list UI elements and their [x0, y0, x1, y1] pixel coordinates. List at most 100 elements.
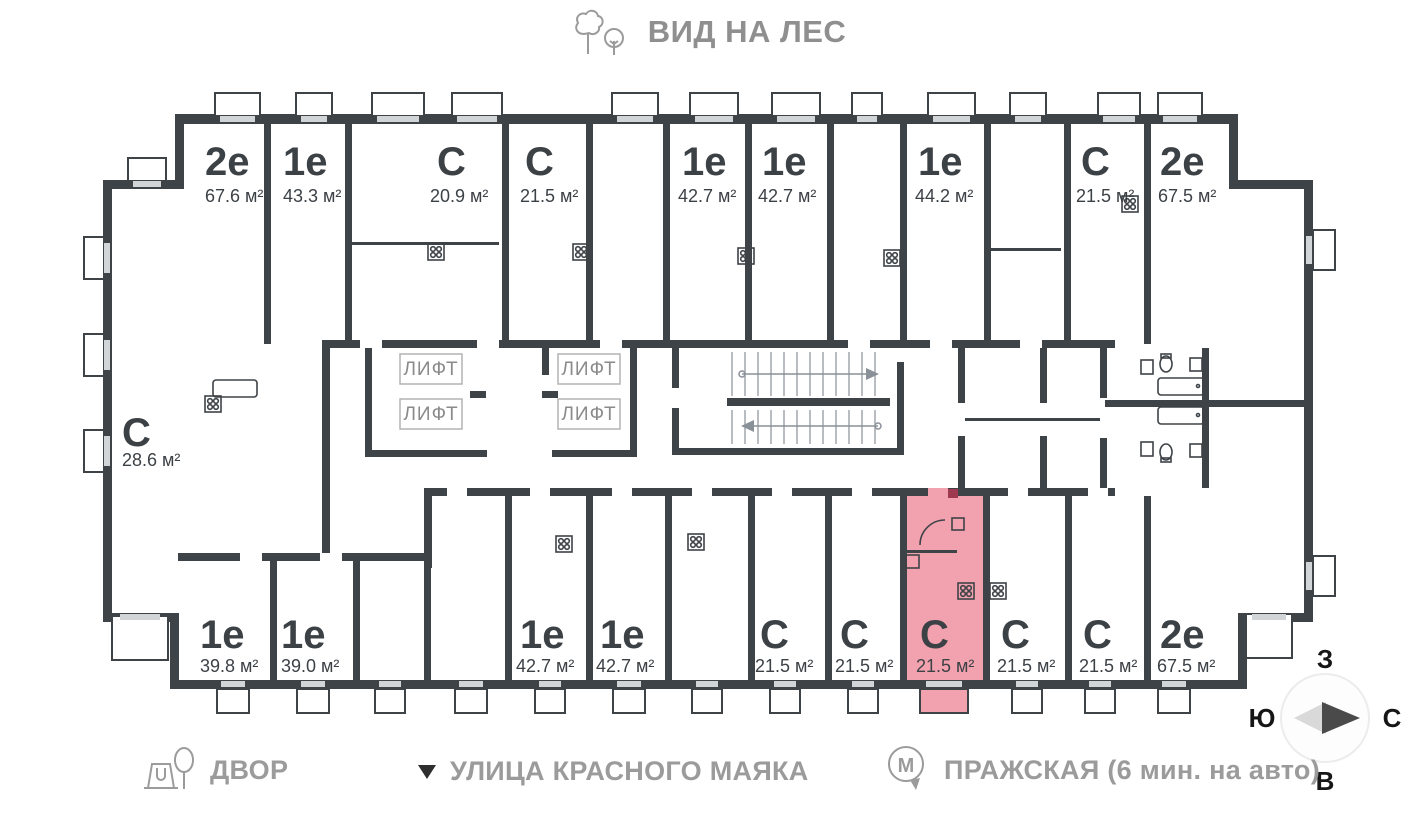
apartment-type: 1е [918, 140, 963, 184]
selected-apartment-door [948, 489, 958, 498]
elevator-label: ЛИФТ [403, 359, 458, 380]
compass-north-label: С [1383, 703, 1402, 733]
apartment-top-6[interactable]: 1е 42.7 м² [758, 140, 816, 206]
apartment-type: 2е [1160, 613, 1205, 657]
stove-icon [204, 195, 1139, 600]
yard-icon [144, 747, 194, 789]
apartment-area: 67.5 м² [1157, 656, 1215, 676]
apartment-bottom-8[interactable]: С 21.5 м² [997, 613, 1055, 676]
apartment-bottom-9[interactable]: С 21.5 м² [1079, 613, 1137, 676]
apartment-top-3[interactable]: С 20.9 м² [430, 140, 488, 206]
apartment-type: С [920, 613, 949, 657]
stairwell [672, 348, 904, 455]
compass-arrow-head [1322, 702, 1360, 734]
apartment-type: С [760, 613, 789, 657]
apartment-area: 21.5 м² [835, 656, 893, 676]
apartment-type: 1е [281, 613, 326, 657]
view-direction-header: ВИД НА ЛЕС [0, 8, 1416, 56]
apartment-area: 42.7 м² [516, 656, 574, 676]
apartment-top-9[interactable]: 2е 67.5 м² [1158, 140, 1216, 206]
tree-icon [574, 9, 624, 55]
apartment-type: С [122, 411, 151, 455]
apartment-bottom-5[interactable]: С 21.5 м² [755, 613, 813, 676]
elevator-label: ЛИФТ [561, 404, 616, 425]
apartment-area: 20.9 м² [430, 186, 488, 206]
yard-label: ДВОР [210, 754, 289, 785]
apartment-type: 1е [520, 613, 565, 657]
interior-walls [178, 124, 1305, 680]
selected-apartment-fixtures [905, 517, 965, 569]
apartment-area: 67.6 м² [205, 186, 263, 206]
apartment-area: 39.0 м² [281, 656, 339, 676]
apartment-area: 43.3 м² [283, 186, 341, 206]
apartment-type: 1е [200, 613, 245, 657]
compass: З Ю С В [1249, 644, 1402, 796]
metro-letter: М [898, 755, 915, 777]
apartment-type: 1е [762, 140, 807, 184]
apartment-area: 28.6 м² [122, 450, 180, 470]
yard-legend: ДВОР [140, 744, 288, 796]
stairs-direction-arrows [738, 368, 882, 432]
compass-south-label: Ю [1249, 703, 1276, 733]
apartment-area: 42.7 м² [678, 186, 736, 206]
selected-apartment-room[interactable] [907, 496, 983, 680]
apartment-type: С [840, 613, 869, 657]
apartment-bottom-1[interactable]: 1е 39.8 м² [200, 613, 258, 676]
apartment-bottom-4[interactable]: 1е 42.7 м² [596, 613, 654, 676]
selected-apartment-balcony[interactable] [919, 688, 969, 714]
apartment-type: С [1083, 613, 1112, 657]
apartment-bottom-10[interactable]: 2е 67.5 м² [1157, 613, 1215, 676]
apartment-area: 21.5 м² [520, 186, 578, 206]
apartment-area: 21.5 м² [997, 656, 1055, 676]
apartment-area: 42.7 м² [596, 656, 654, 676]
apartment-type: С [1081, 140, 1110, 184]
elevator-label: ЛИФТ [403, 404, 458, 425]
toilet-icon [1159, 353, 1173, 463]
apartment-left-1[interactable]: С 28.6 м² [122, 411, 180, 470]
apartment-area: 44.2 м² [915, 186, 973, 206]
street-legend: УЛИЦА КРАСНОГО МАЯКА [418, 756, 809, 787]
elevators: ЛИФТ ЛИФТ ЛИФТ ЛИФТ [399, 353, 621, 430]
apartment-top-4[interactable]: С 21.5 м² [520, 140, 578, 206]
compass-east-label: В [1316, 766, 1335, 796]
street-label: УЛИЦА КРАСНОГО МАЯКА [450, 756, 809, 786]
windows [104, 116, 1312, 687]
apartment-bottom-3[interactable]: 1е 42.7 м² [516, 613, 574, 676]
apartment-top-1[interactable]: 2е 67.6 м² [205, 140, 263, 206]
elevator-shaft-walls [365, 345, 637, 457]
view-direction-label: ВИД НА ЛЕС [647, 14, 847, 49]
compass-arrow-tail [1294, 702, 1326, 734]
apartment-top-5[interactable]: 1е 42.7 м² [678, 140, 736, 206]
apartment-top-7[interactable]: 1е 44.2 м² [915, 140, 973, 206]
door-openings [240, 340, 1108, 561]
apartment-top-2[interactable]: 1е 43.3 м² [283, 140, 341, 206]
apartment-area: 21.5 м² [1076, 186, 1134, 206]
apartment-type: С [437, 140, 466, 184]
sink-icon [1140, 357, 1203, 458]
apartment-type: 1е [682, 140, 727, 184]
apartment-bottom-7-selected[interactable]: С 21.5 м² [916, 613, 974, 676]
metro-icon: М [888, 746, 924, 790]
apartment-area: 42.7 м² [758, 186, 816, 206]
compass-west-label: З [1317, 644, 1333, 674]
bathtub-icon [212, 377, 1205, 425]
apartment-type: 2е [205, 140, 250, 184]
elevator-label: ЛИФТ [561, 359, 616, 380]
apartment-type: 1е [283, 140, 328, 184]
apartment-area: 39.8 м² [200, 656, 258, 676]
street-marker-icon [418, 764, 436, 779]
apartment-type: 2е [1160, 140, 1205, 184]
fixtures [204, 195, 1205, 600]
apartment-type: С [1001, 613, 1030, 657]
apartment-area: 21.5 м² [755, 656, 813, 676]
apartment-area: 21.5 м² [916, 656, 974, 676]
apartment-area: 21.5 м² [1079, 656, 1137, 676]
balconies [83, 92, 1336, 714]
apartment-bottom-6[interactable]: С 21.5 м² [835, 613, 893, 676]
apartment-top-8[interactable]: С 21.5 м² [1076, 140, 1134, 206]
apartment-type: С [525, 140, 554, 184]
metro-legend: М ПРАЖСКАЯ (6 мин. на авто) [884, 744, 1320, 796]
apartment-bottom-2[interactable]: 1е 39.0 м² [281, 613, 339, 676]
